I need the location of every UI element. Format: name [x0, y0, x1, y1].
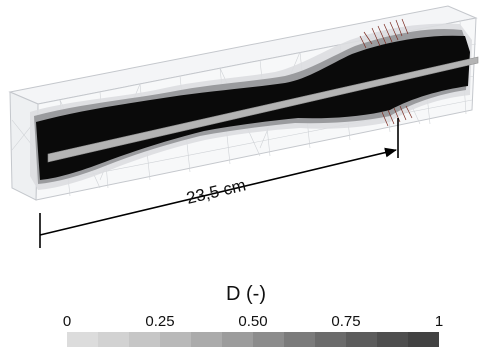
legend-swatch [67, 332, 98, 347]
measurement-label: 23,5 cm [185, 175, 248, 207]
legend-swatch [315, 332, 346, 347]
legend-swatch [129, 332, 160, 347]
legend-swatch [377, 332, 408, 347]
legend-tick-label: 1 [434, 313, 444, 330]
dimension-arrow [39, 147, 397, 236]
legend-swatch [222, 332, 253, 347]
embedded-bar [47, 56, 479, 163]
legend-swatch [284, 332, 315, 347]
legend-tick-label: 0.50 [238, 313, 268, 330]
legend-colorbar [67, 332, 439, 347]
legend-tick-label: 0 [62, 313, 72, 330]
legend-tick-label: 0.75 [331, 313, 361, 330]
legend-swatch [346, 332, 377, 347]
legend-swatch [160, 332, 191, 347]
legend-swatch [253, 332, 284, 347]
crack-marks [359, 18, 413, 127]
legend-swatch [98, 332, 129, 347]
legend-title: D (-) [226, 283, 266, 305]
legend-swatch [408, 332, 439, 347]
legend-tick-label: 0.25 [145, 313, 175, 330]
legend-swatch [191, 332, 222, 347]
